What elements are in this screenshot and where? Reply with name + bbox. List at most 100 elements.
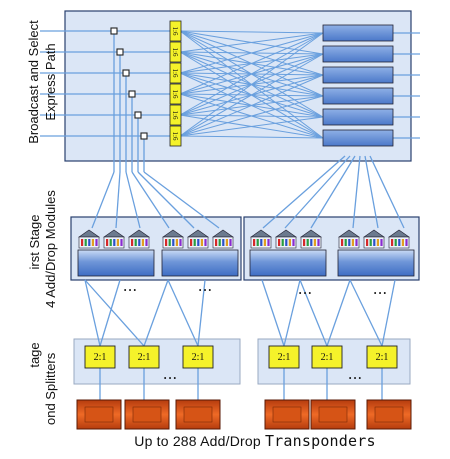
wavelength-stripe [218, 239, 221, 246]
splitter-1x6 [169, 20, 182, 42]
wavelength-stripe [405, 239, 408, 246]
tap-square [134, 111, 142, 119]
splitter-1x6 [169, 83, 182, 105]
splitter-2x1-label: 2:1 [192, 352, 205, 363]
caption-prefix: Up to 288 Add/Drop [134, 433, 261, 449]
module-body [77, 249, 155, 277]
ellipsis-text: • • • [164, 374, 177, 383]
wavelength-stripe [88, 239, 91, 246]
wavelength-stripe [172, 239, 175, 246]
transponder-face [374, 406, 404, 423]
wavelength-stripe [109, 239, 112, 246]
wavelength-stripe [355, 239, 358, 246]
module-body [249, 249, 327, 277]
drop-line [125, 171, 141, 229]
tap-square [122, 69, 130, 77]
wavelength-stripe [292, 239, 295, 246]
wavelength-stripe [376, 239, 379, 246]
wavelength-stripe [263, 239, 266, 246]
splitter-2x1 [182, 345, 214, 369]
wavelength-stripe [200, 239, 203, 246]
selector-block [322, 108, 394, 126]
drop-line [91, 171, 115, 229]
splitter-feed-line [326, 279, 351, 347]
splitter-1x6-label: 1:6 [171, 48, 179, 57]
ellipsis-text: • • • [299, 289, 312, 298]
splitter-1x6-label: 1:6 [171, 90, 179, 99]
wavelength-stripe [179, 239, 182, 246]
cross-connect-line [179, 32, 324, 95]
splitter-feed-line [99, 279, 121, 347]
wavelength-stripe [303, 239, 306, 246]
caption-transponders: Transponders [264, 432, 376, 450]
fiber-lines [40, 30, 420, 405]
wavelength-stripe [81, 239, 84, 246]
wavelength-stripe [91, 239, 94, 246]
cross-connect-line [179, 32, 324, 116]
components: 1:61:61:61:61:61:6• • •• • •• • •• • •• … [76, 20, 415, 430]
splitter-1x6 [169, 104, 182, 126]
drop-line [143, 171, 220, 229]
wavelength-stripe [116, 239, 119, 246]
wavelength-stripe [401, 239, 404, 246]
tap-square [140, 132, 148, 140]
wavelength-stripe [95, 239, 98, 246]
wavelength-stripe [310, 239, 313, 246]
wavelength-stripe [131, 239, 134, 246]
module-body [161, 249, 239, 277]
wavelength-stripe [281, 239, 284, 246]
splitter-feed-line [381, 279, 396, 347]
cross-connect-line [179, 30, 324, 34]
wavelength-stripe [141, 239, 144, 246]
drop-line [262, 155, 346, 229]
wavelength-stripe [285, 239, 288, 246]
wavelength-stripe [106, 239, 109, 246]
splitter-2x1-label: 2:1 [376, 352, 389, 363]
splitter-1x6 [169, 41, 182, 63]
splitter-2x1-label: 2:1 [94, 352, 107, 363]
wavelength-stripe [267, 239, 270, 246]
add-drop-module [249, 229, 327, 277]
wavelength-stripe [229, 239, 232, 246]
cross-connect-line [179, 74, 324, 137]
transponder-face [272, 406, 302, 423]
wavelength-stripe [260, 239, 263, 246]
splitter-2x1 [268, 345, 300, 369]
wavelength-stripe [215, 239, 218, 246]
first-stage-label-line2: 4 Add/Drop Modules [43, 190, 58, 308]
cross-connect-line [179, 32, 324, 137]
splitter-2x1 [128, 345, 160, 369]
selector-block [322, 87, 394, 105]
add-drop-module [77, 229, 155, 277]
wavelength-stripe [84, 239, 87, 246]
splitter-feed-line [84, 279, 145, 347]
module-body [337, 249, 415, 277]
broadcast-label-line1: Broadcast and Select [26, 20, 41, 144]
wavelength-stripe [398, 239, 401, 246]
wavelength-stripe [165, 239, 168, 246]
wavelength-stripe [120, 239, 123, 246]
wavelength-stripe [306, 239, 309, 246]
wavelength-stripe [138, 239, 141, 246]
tap-square [128, 90, 136, 98]
wavelength-stripe [113, 239, 116, 246]
second-stage-label-line2: ond Splitters [43, 352, 58, 425]
splitter-2x1 [366, 345, 398, 369]
first-stage-label-line1: irst Stage [27, 214, 42, 270]
transponder-face [318, 406, 348, 423]
tap-square [116, 48, 124, 56]
add-drop-module [161, 229, 239, 277]
wavelength-stripe [313, 239, 316, 246]
ellipsis-text: • • • [374, 289, 387, 298]
wavelength-stripe [222, 239, 225, 246]
splitter-feed-line [283, 279, 301, 347]
ellipsis-text: • • • [349, 374, 362, 383]
splitter-2x1-label: 2:1 [321, 352, 334, 363]
wavelength-stripe [253, 239, 256, 246]
drop-line [352, 155, 361, 229]
wavelength-stripe [351, 239, 354, 246]
splitter-feed-line [299, 279, 328, 347]
splitter-feed-line [167, 279, 199, 347]
wavelength-stripe [134, 239, 137, 246]
